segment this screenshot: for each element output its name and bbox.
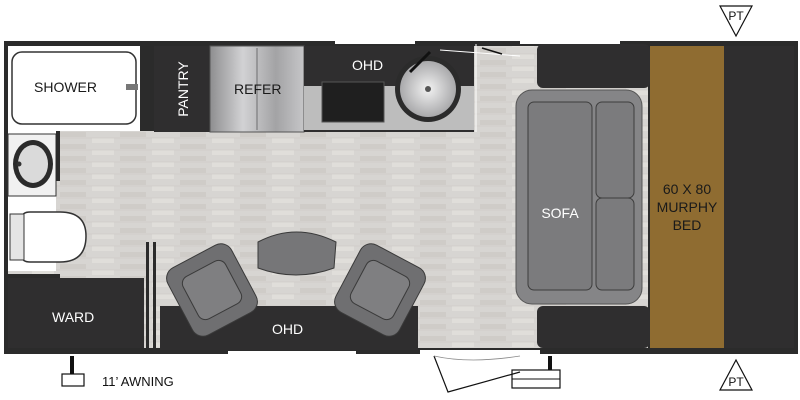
sofa-label: SOFA [541,205,579,221]
window-top-right [520,40,620,44]
right-recliner [334,243,426,337]
shower-label: SHOWER [34,79,97,95]
refer-label: REFER [234,81,281,97]
pantry-label: PANTRY [175,61,191,117]
pantry-cabinet [154,46,210,132]
sofa-top-arm-cabinet [537,44,650,88]
pt-top-label: PT [728,9,744,23]
ward-door-right [153,242,156,348]
entry-door-arc [433,355,521,361]
kitchen-sink-drain-icon [425,86,431,92]
bath-sink-bowl [18,145,48,183]
pt-bottom-marker: PT [719,358,753,391]
window-bottom [228,351,356,355]
murphy-bed [650,46,724,348]
bath-wall [140,46,154,131]
pt-top-marker: PT [719,5,753,38]
awning-bracket-left [61,356,85,387]
toilet-icon [21,211,87,263]
sink-drain-icon [16,161,22,167]
shower-faucet-icon [126,84,138,90]
ottoman [257,231,337,276]
stove-icon [321,81,385,123]
sofa-bottom-arm-cabinet [537,306,650,348]
bed-label-line1: 60 X 80 [663,181,711,197]
toilet-tank [9,213,25,261]
window-top-left [335,40,415,44]
top-door-swing [439,49,521,57]
ohd-bottom-label: OHD [272,321,303,337]
ward-door-left [146,242,149,348]
vent-icon [481,47,503,55]
partition-wall-lower [8,274,60,278]
partition-wall [56,131,60,181]
entry-door-swing [433,355,521,393]
bed-cabinet [724,46,794,348]
pt-bottom-label: PT [728,375,744,389]
wardrobe [8,278,144,348]
faucet-icon [408,50,432,74]
bed-label-line3: BED [673,217,702,233]
bed-label-line2: MURPHY [657,199,718,215]
entry-step [511,356,561,389]
awning-label: 11’ AWNING [102,374,174,389]
ohd-top-label: OHD [352,57,383,73]
sofa-back-cushion-bottom [595,197,635,291]
sofa-back-cushion-top [595,101,635,199]
entry-door-opening [420,350,540,356]
ward-label: WARD [52,309,94,325]
left-recliner [166,243,258,337]
sofa-seat [527,101,593,291]
